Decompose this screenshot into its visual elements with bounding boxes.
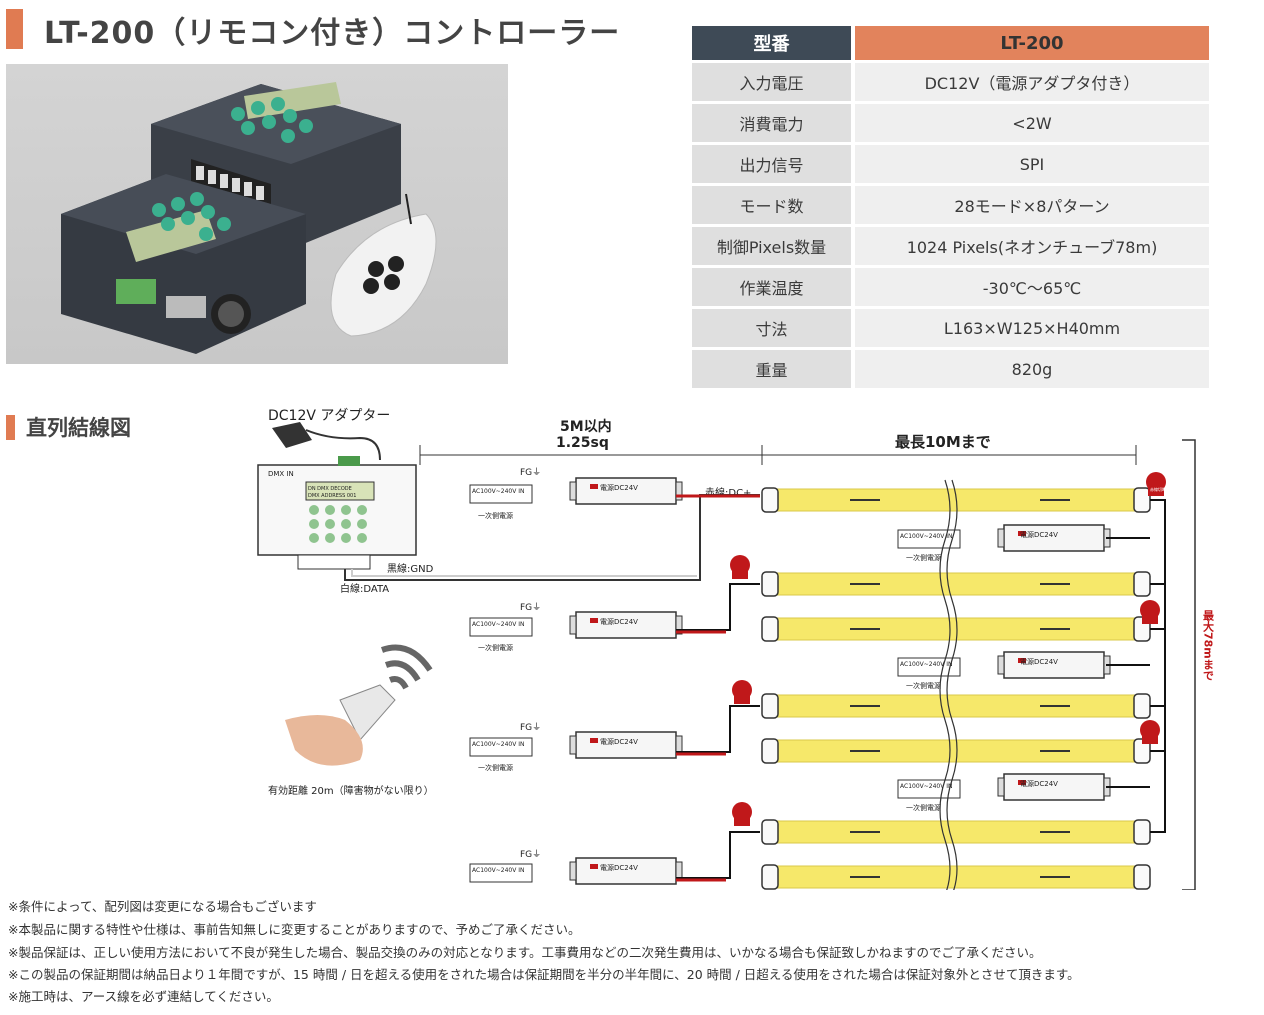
white-wire-label: 白線:DATA (340, 582, 389, 595)
ac-input-label: AC100V~240V IN (900, 533, 953, 540)
primary-power-label: 一次側電源 (478, 889, 513, 890)
remote-control-image (330, 193, 437, 337)
flow-arrows (850, 499, 1070, 878)
spec-row: 重量 820g (692, 350, 1209, 388)
spec-label: 入力電圧 (692, 63, 855, 101)
note-1: ※条件によって、配列図は変更になる場合もございます (8, 899, 317, 914)
spec-value: 820g (855, 350, 1209, 388)
spec-header-value: LT-200 (855, 26, 1209, 60)
psu-label: 電源DC24V (600, 483, 638, 492)
ac-input-label: AC100V~240V IN (900, 783, 953, 790)
remote-hand-image (285, 644, 433, 766)
lcd-line2: DMX ADDRESS 001 (308, 493, 356, 499)
lcd-line1: DN DMX DECODE (308, 486, 352, 492)
wiring-heading: 直列結線図 (26, 416, 131, 440)
ac-input-label: AC100V~240V IN (472, 488, 525, 495)
spec-row: 入力電圧 DC12V（電源アダプタ付き） (692, 63, 1209, 101)
adapter-label: DC12V アダプター (268, 408, 390, 424)
wiring-accent-bar (6, 415, 15, 440)
spec-value: <2W (855, 104, 1209, 142)
primary-power-label: 一次側電源 (906, 803, 941, 812)
primary-power-label: 一次側電源 (478, 511, 513, 520)
spec-label: 寸法 (692, 309, 855, 347)
spec-label: 重量 (692, 350, 855, 388)
spec-value: 1024 Pixels(ネオンチューブ78m) (855, 227, 1209, 265)
note-2: ※本製品に関する特性や仕様は、事前告知無しに変更することがありますので、予めご了… (8, 922, 581, 937)
spec-value: L163×W125×H40mm (855, 309, 1209, 347)
spec-label: 消費電力 (692, 104, 855, 142)
spec-value: 28モード×8パターン (855, 186, 1209, 224)
psu-label: 電源DC24V (600, 737, 638, 746)
spec-label: 出力信号 (692, 145, 855, 183)
spec-value: DC12V（電源アダプタ付き） (855, 63, 1209, 101)
note-3: ※製品保証は、正しい使用方法において不良が発生した場合、製品交換のみの対応となり… (8, 945, 1042, 960)
spec-row: 寸法 L163×W125×H40mm (692, 309, 1209, 347)
note-4: ※この製品の保証期間は納品日より１年間ですが、15 時間 / 日を超える使用をさ… (8, 967, 1080, 982)
black-wire-label: 黒線:GND (387, 562, 434, 575)
spec-value: -30℃～65℃ (855, 268, 1209, 306)
psu-label: 電源DC24V (1020, 657, 1058, 666)
dmx-in-label: DMX IN (268, 470, 294, 478)
psu-label: 電源DC24V (1020, 779, 1058, 788)
controller-device-drawing (257, 456, 417, 570)
cable-label: 1.25sq (556, 435, 609, 451)
spec-table: 型番 LT-200 入力電圧 DC12V（電源アダプタ付き） 消費電力 <2W … (692, 23, 1209, 391)
spec-row: 消費電力 <2W (692, 104, 1209, 142)
wiring-diagram: DC12V アダプター DMX IN DN DMX DECODE DMX ADD… (257, 408, 1215, 890)
primary-power-label: 一次側電源 (906, 553, 941, 562)
remote-range-label: 有効距離 20m（障害物がない限り） (268, 784, 434, 797)
note-5: ※施工時は、アース線を必ず連結してください。 (8, 989, 279, 1004)
max-segment-label: 最長10Mまで (895, 433, 991, 451)
spec-label: 作業温度 (692, 268, 855, 306)
spec-header-row: 型番 LT-200 (692, 26, 1209, 60)
break-marks (939, 479, 958, 890)
spec-label: 制御Pixels数量 (692, 227, 855, 265)
spec-label: モード数 (692, 186, 855, 224)
fg-label: FG⏚ (520, 602, 541, 613)
ac-input-label: AC100V~240V IN (472, 867, 525, 874)
dc-adapter-image (272, 422, 381, 461)
spec-row: 出力信号 SPI (692, 145, 1209, 183)
fg-label: FG⏚ (520, 467, 541, 478)
ac-input-label: AC100V~240V IN (900, 661, 953, 668)
distance-label: 5M以内 (560, 418, 612, 435)
spec-row: モード数 28モード×8パターン (692, 186, 1209, 224)
psu-label: 電源DC24V (600, 617, 638, 626)
spec-header-label: 型番 (692, 26, 855, 60)
title-accent-bar (6, 9, 23, 49)
page-title: LT-200（リモコン付き）コントローラー (44, 16, 621, 51)
left-power-units (469, 477, 683, 885)
max-total-label: 最大78mまで (1202, 610, 1215, 681)
product-photo (6, 64, 508, 364)
ac-input-label: AC100V~240V IN (472, 621, 525, 628)
cut-tag-label: 赤線切断 (1150, 486, 1166, 492)
spec-row: 制御Pixels数量 1024 Pixels(ネオンチューブ78m) (692, 227, 1209, 265)
psu-label: 電源DC24V (1020, 530, 1058, 539)
primary-power-label: 一次側電源 (478, 643, 513, 652)
primary-power-label: 一次側電源 (478, 763, 513, 772)
psu-label: 電源DC24V (600, 863, 638, 872)
controller-front-image (61, 174, 306, 354)
ac-input-label: AC100V~240V IN (472, 741, 525, 748)
fg-label: FG⏚ (520, 722, 541, 733)
fg-label: FG⏚ (520, 849, 541, 860)
primary-power-label: 一次側電源 (906, 681, 941, 690)
spec-value: SPI (855, 145, 1209, 183)
spec-row: 作業温度 -30℃～65℃ (692, 268, 1209, 306)
